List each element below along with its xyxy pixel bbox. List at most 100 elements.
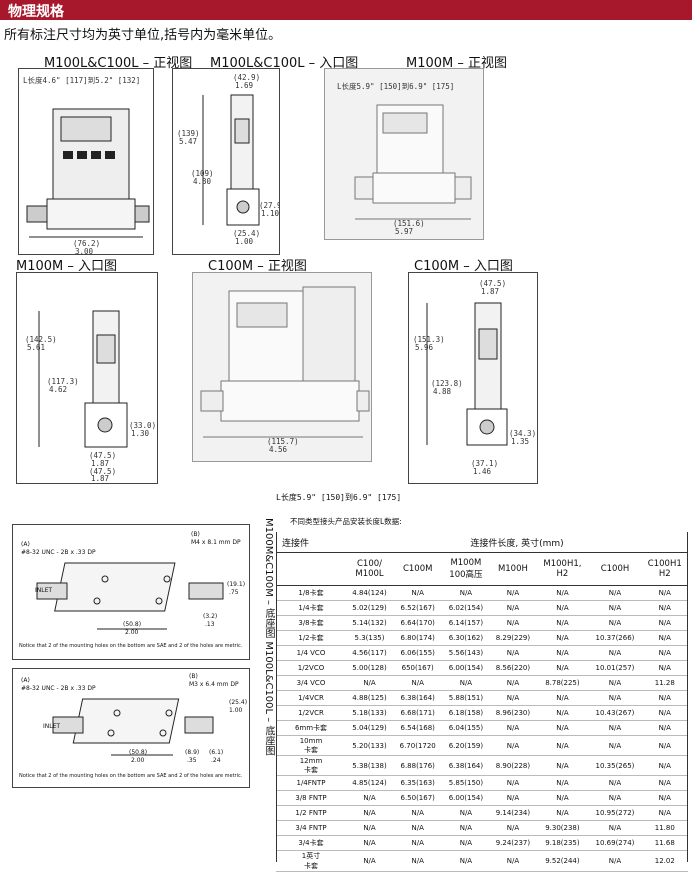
length-cell: N/A — [641, 615, 688, 631]
dim-label: .13 — [205, 621, 215, 628]
base-view-caption: M100M&C100M – 底座图 M100L&C100L – 底座图 — [263, 518, 274, 756]
length-cell: 5.20(133) — [346, 735, 394, 756]
length-cell: N/A — [588, 585, 642, 601]
dim-label: (123.8) — [431, 379, 463, 388]
length-cell: N/A — [393, 820, 443, 836]
length-cell: N/A — [346, 790, 394, 806]
length-cell: 9.18(235) — [536, 835, 589, 851]
callout-text: #8-32 UNC - 2B x .33 DP — [21, 685, 96, 692]
dim-label: (25.4) — [233, 229, 261, 238]
length-cell: 5.38(138) — [346, 755, 394, 776]
length-cell: N/A — [536, 735, 589, 756]
base-figure-1 — [36, 562, 224, 630]
length-cell: 5.02(129) — [346, 600, 394, 616]
dim-label: 4.62 — [49, 385, 68, 394]
length-cell: 6.00(154) — [442, 790, 490, 806]
view-title-m100l-front: M100L&C100L – 正视图 — [44, 56, 193, 71]
length-cell: 6.06(155) — [393, 645, 443, 661]
dim-label: (47.5) — [89, 467, 117, 476]
dim-label: 5.96 — [415, 343, 434, 352]
length-cell: 11.68 — [641, 835, 688, 851]
length-cell: N/A — [442, 675, 490, 691]
length-cell: N/A — [489, 775, 537, 791]
base-figure-2 — [52, 698, 214, 756]
length-label: L长度5.9" [150]到6.9" [175] — [337, 82, 455, 91]
m100m-front-drawing: L长度5.9" [150]到6.9" [175] (151.6) 5.97 — [324, 68, 484, 240]
length-cell: 6.14(157) — [442, 615, 490, 631]
dim-label: (151.3) — [413, 335, 445, 344]
length-cell: N/A — [536, 660, 589, 676]
dim-label: .35 — [187, 757, 197, 764]
length-cell: N/A — [536, 645, 589, 661]
m100l-front-drawing: L长度4.6" [117]到5.2" [132] (76.2) 3.00 — [18, 68, 154, 255]
connector-cell: 3/8 FNTP — [276, 790, 346, 806]
connector-cell: 1/4卡套 — [276, 600, 346, 616]
length-cell: 11.80 — [641, 820, 688, 836]
length-cell: N/A — [536, 775, 589, 791]
length-cell: 8.96(230) — [489, 705, 537, 721]
length-cell: 5.14(132) — [346, 615, 394, 631]
dim-label: 1.10 — [261, 209, 280, 218]
length-cell: N/A — [393, 835, 443, 851]
length-cell: 6.30(162) — [442, 630, 490, 646]
length-cell: N/A — [489, 690, 537, 706]
length-cell: N/A — [393, 675, 443, 691]
dim-label: 4.30 — [193, 177, 212, 186]
connector-cell: 1/4 VCO — [276, 645, 346, 661]
column-header: C100/ M100L — [346, 552, 394, 586]
length-cell: 5.85(150) — [442, 775, 490, 791]
length-cell: 10.43(267) — [588, 705, 642, 721]
length-cell: 6.00(154) — [442, 660, 490, 676]
column-header: M100M 100高压 — [442, 552, 490, 586]
connector-cell: 3/8卡套 — [276, 615, 346, 631]
callout-text: M4 x 8.1 mm DP — [191, 539, 241, 546]
length-note: L长度5.9" [150]到6.9" [175] — [276, 493, 402, 502]
m100l-front-figure — [26, 108, 150, 238]
dim-label: (27.9) — [259, 201, 279, 210]
length-cell: N/A — [489, 675, 537, 691]
callout-label: (A) — [21, 677, 30, 684]
length-cell: 10.69(274) — [588, 835, 642, 851]
length-cell: N/A — [442, 805, 490, 821]
column-header: C100H — [588, 552, 642, 586]
dim-label: 1.87 — [91, 474, 110, 483]
length-label: L长度4.6" [117]到5.2" [132] — [23, 76, 141, 85]
length-cell: N/A — [442, 820, 490, 836]
header-connector: 连接件 — [276, 532, 346, 553]
length-cell: N/A — [442, 585, 490, 601]
connector-cell: 1/8卡套 — [276, 585, 346, 601]
dim-label: (25.4) — [229, 699, 248, 706]
length-cell: 6.38(164) — [442, 755, 490, 776]
length-cell: 9.24(237) — [489, 835, 537, 851]
length-cell: N/A — [393, 805, 443, 821]
length-cell: 6.18(158) — [442, 705, 490, 721]
length-cell: N/A — [641, 705, 688, 721]
header-blank — [276, 552, 346, 586]
length-cell: N/A — [346, 820, 394, 836]
length-cell: N/A — [536, 805, 589, 821]
connector-cell: 1/4VCR — [276, 690, 346, 706]
c100m-front-drawing: (115.7) 4.56 — [192, 272, 372, 462]
dim-label: (139) — [177, 129, 200, 138]
length-cell: N/A — [536, 720, 589, 736]
dim-label: 1.00 — [235, 237, 254, 246]
connector-cell: 1英寸 卡套 — [276, 850, 346, 872]
connector-cell: 1/2VCO — [276, 660, 346, 676]
inlet-label: INLET — [35, 587, 53, 594]
m100m-front-figure — [354, 104, 472, 220]
length-cell: 6.64(170) — [393, 615, 443, 631]
length-cell: 5.04(129) — [346, 720, 394, 736]
length-cell: N/A — [346, 805, 394, 821]
dim-label: (47.5) — [479, 279, 507, 288]
length-cell: 6.52(167) — [393, 600, 443, 616]
callout-label: (B) — [189, 673, 198, 680]
c100m-front-figure — [200, 286, 370, 438]
